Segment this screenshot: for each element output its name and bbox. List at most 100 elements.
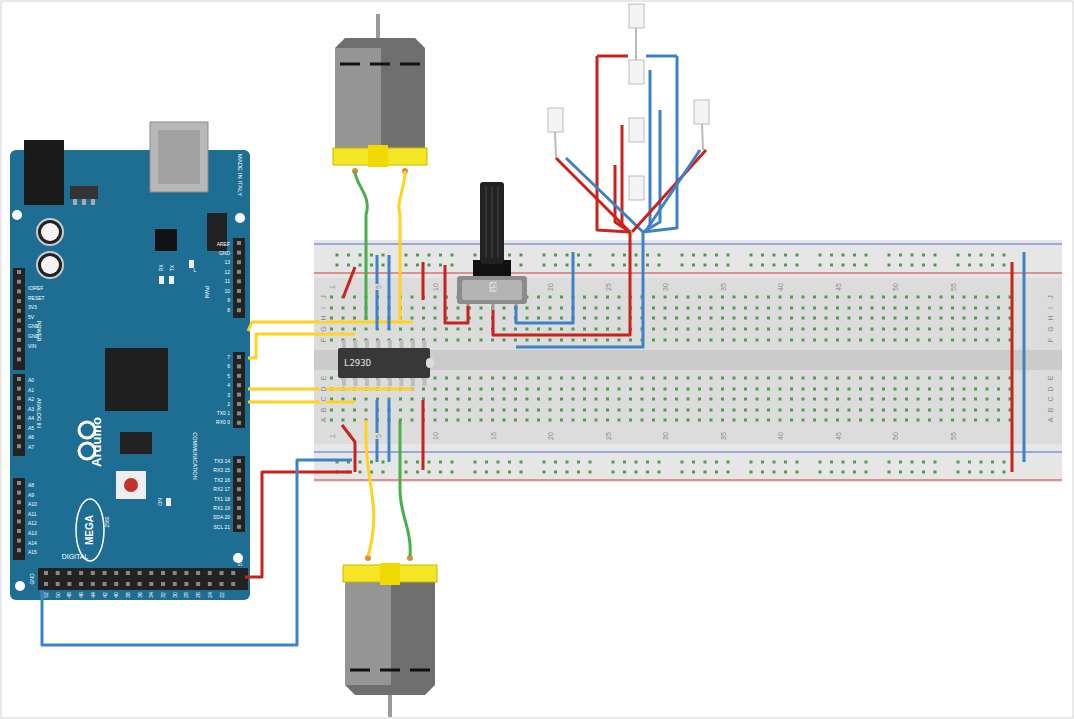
breadboard-hole (370, 461, 373, 464)
dc-motor (388, 693, 392, 717)
breadboard-hole (583, 377, 586, 380)
breadboard-hole (347, 264, 350, 267)
breadboard-hole (871, 419, 874, 422)
header-pin (237, 308, 241, 312)
arduino-board (15, 581, 25, 591)
breadboard-hole (618, 307, 621, 310)
breadboard-hole (750, 471, 753, 474)
board-text: RX (159, 265, 164, 272)
header-pin (17, 406, 21, 410)
breadboard-hole (928, 398, 931, 401)
breadboard-hole (1003, 461, 1006, 464)
breadboard-hole (583, 317, 586, 320)
wire (516, 252, 573, 323)
breadboard-hole (917, 409, 920, 412)
breadboard-hole (761, 254, 764, 257)
breadboard-hole (756, 328, 759, 331)
header-pin (196, 571, 200, 575)
breadboard-hole (618, 419, 621, 422)
breadboard-hole (784, 264, 787, 267)
breadboard-hole (779, 388, 782, 391)
breadboard-hole (980, 264, 983, 267)
breadboard-hole (871, 339, 874, 342)
breadboard-hole (974, 328, 977, 331)
breadboard-hole (503, 409, 506, 412)
dc-motor (345, 580, 435, 695)
breadboard-hole (871, 409, 874, 412)
header-pin (44, 571, 48, 575)
breadboard-hole (882, 377, 885, 380)
header-pin (138, 582, 142, 586)
breadboard-hole (997, 388, 1000, 391)
breadboard-hole (692, 264, 695, 267)
breadboard-hole (399, 409, 402, 412)
wire (493, 232, 630, 335)
breadboard-hole (842, 264, 845, 267)
breadboard-hole (928, 328, 931, 331)
breadboard-hole (968, 254, 971, 257)
breadboard-hole (963, 377, 966, 380)
breadboard-hole (871, 388, 874, 391)
breadboard-hole (687, 328, 690, 331)
column-number: 50 (892, 282, 899, 292)
breadboard-hole (882, 398, 885, 401)
pin-label: 28 (184, 592, 189, 598)
breadboard-hole (905, 296, 908, 299)
breadboard-hole (664, 398, 667, 401)
board-text: COMMUNICATION (191, 432, 197, 479)
arduino-board (189, 260, 194, 268)
breadboard-hole (353, 328, 356, 331)
breadboard-hole (802, 296, 805, 299)
column-number: 40 (777, 282, 784, 292)
breadboard-hole (503, 398, 506, 401)
breadboard-hole (405, 471, 408, 474)
breadboard-hole (882, 419, 885, 422)
breadboard-hole (894, 377, 897, 380)
breadboard-hole (652, 377, 655, 380)
breadboard-hole (871, 377, 874, 380)
breadboard-hole (928, 339, 931, 342)
breadboard-hole (986, 328, 989, 331)
breadboard-hole (652, 307, 655, 310)
breadboard-hole (652, 317, 655, 320)
breadboard-hole (537, 317, 540, 320)
breadboard-hole (767, 296, 770, 299)
breadboard-hole (968, 264, 971, 267)
breadboard-hole (727, 461, 730, 464)
breadboard-hole (646, 471, 649, 474)
breadboard-hole (1003, 254, 1006, 257)
breadboard-hole (658, 461, 661, 464)
breadboard-hole (859, 419, 862, 422)
breadboard-hole (468, 339, 471, 342)
breadboard-hole (468, 388, 471, 391)
breadboard-hole (974, 339, 977, 342)
breadboard-hole (744, 328, 747, 331)
pin-label: A1 (28, 387, 34, 392)
breadboard-hole (687, 409, 690, 412)
pin-label: 22 (219, 592, 224, 598)
header-pin (237, 497, 241, 501)
breadboard-hole (802, 328, 805, 331)
breadboard-hole (859, 296, 862, 299)
pin-label: A7 (28, 444, 34, 449)
breadboard-hole (848, 317, 851, 320)
breadboard-hole (911, 461, 914, 464)
breadboard-hole (514, 419, 517, 422)
breadboard-hole (606, 409, 609, 412)
breadboard-hole (629, 398, 632, 401)
breadboard-hole (428, 254, 431, 257)
breadboard-hole (710, 296, 713, 299)
breadboard-hole (802, 317, 805, 320)
breadboard-hole (848, 398, 851, 401)
dc-motor (380, 669, 400, 672)
breadboard-hole (434, 317, 437, 320)
chip-leg (365, 377, 369, 386)
header-pin (91, 582, 95, 586)
breadboard-hole (848, 339, 851, 342)
breadboard-hole (733, 377, 736, 380)
breadboard-hole (652, 398, 655, 401)
breadboard-hole (468, 409, 471, 412)
pin-label: A12 (28, 521, 37, 526)
